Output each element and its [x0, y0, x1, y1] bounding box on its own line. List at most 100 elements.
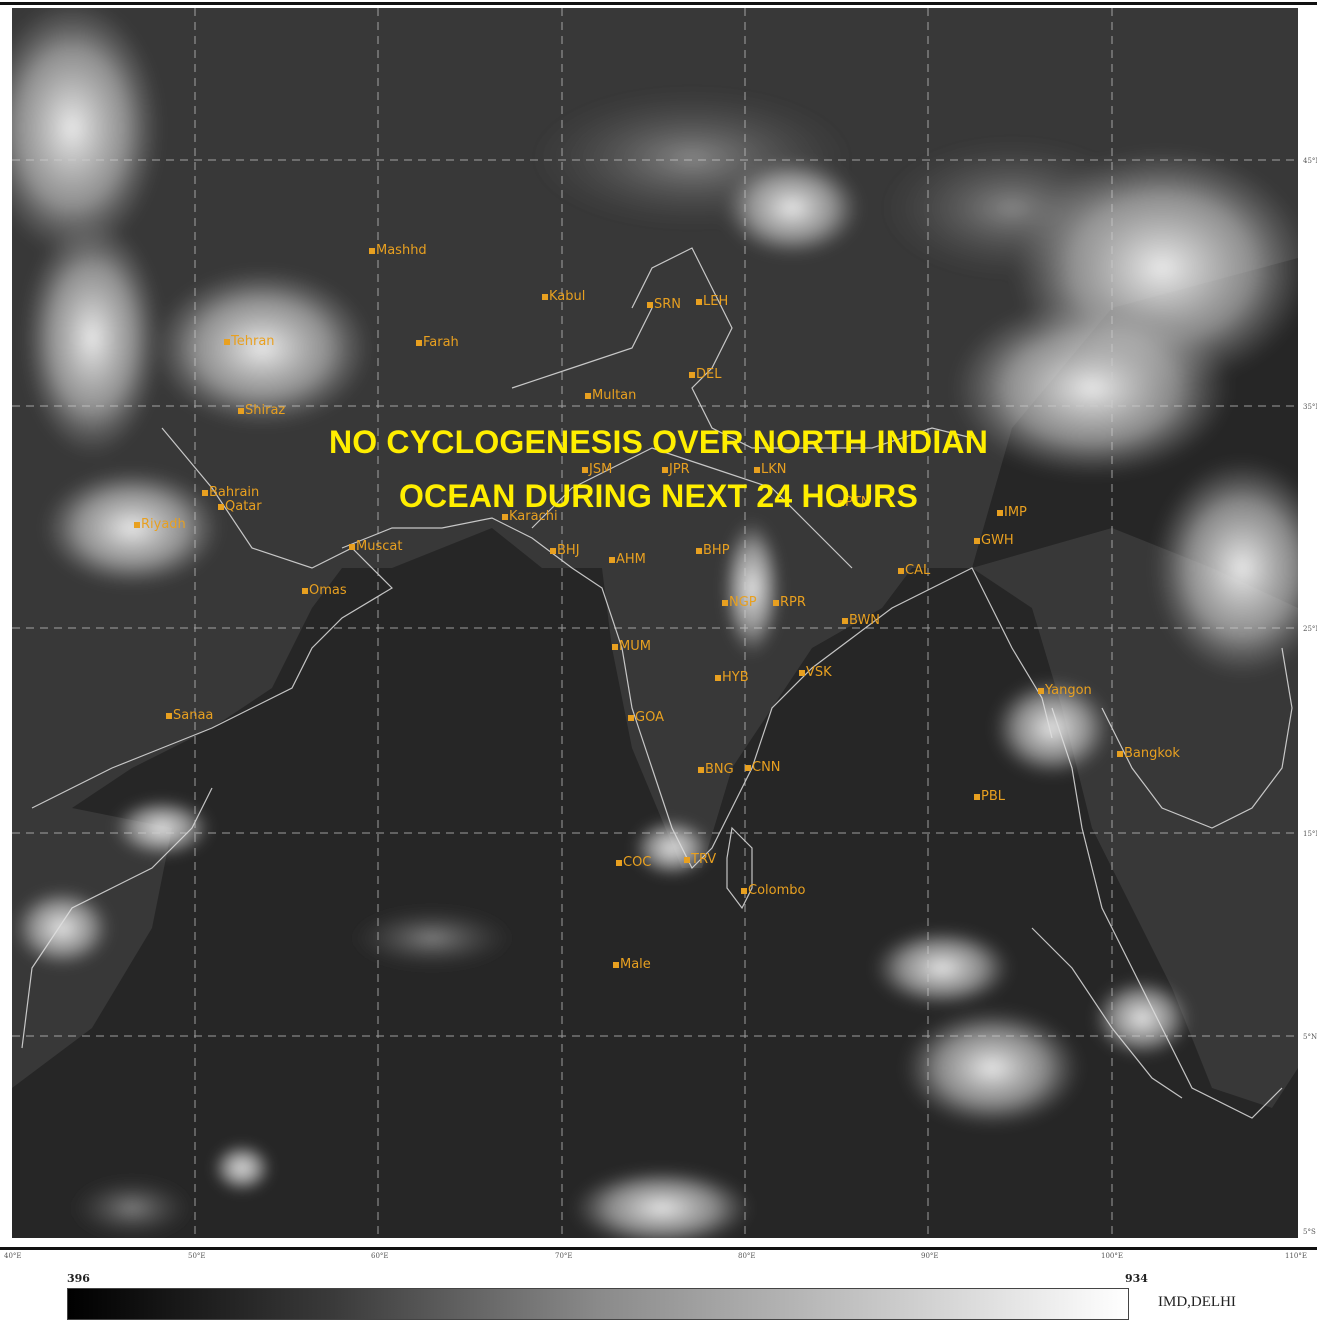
cyclogenesis-banner-line-2: OCEAN DURING NEXT 24 HOURS [398, 478, 919, 514]
city-marker[interactable]: Qatar [218, 500, 262, 514]
city-marker[interactable]: MUM [612, 640, 651, 654]
city-dot-icon [698, 766, 704, 773]
city-marker[interactable]: COC [616, 856, 651, 870]
city-dot-icon [609, 556, 615, 563]
city-marker[interactable]: HYB [715, 671, 749, 685]
city-dot-icon [745, 764, 751, 771]
lat-tick-label: 35°N [1303, 403, 1317, 411]
credit-label: IMD,DELHI [1158, 1294, 1236, 1310]
lon-tick-label: 50°E [188, 1252, 206, 1260]
city-marker[interactable]: Omas [302, 584, 347, 598]
city-marker[interactable]: JPR [662, 463, 690, 477]
lon-tick-label: 40°E [4, 1252, 22, 1260]
city-dot-icon [689, 371, 695, 378]
city-marker[interactable]: GOA [628, 711, 664, 725]
city-marker[interactable]: LKN [754, 463, 787, 477]
lon-tick-label: 80°E [738, 1252, 756, 1260]
city-dot-icon [715, 674, 721, 681]
city-marker[interactable]: CNN [745, 761, 781, 775]
coastlines [21, 247, 1293, 1119]
city-dot-icon [416, 339, 422, 346]
city-dot-icon [722, 599, 728, 606]
city-dot-icon [898, 567, 904, 574]
cyclogenesis-banner-line-1: NO CYCLOGENESIS OVER NORTH INDIAN [328, 424, 989, 460]
city-dot-icon [613, 961, 619, 968]
city-marker[interactable]: Mashhd [369, 244, 427, 258]
scale-max-label: 934 [1125, 1272, 1148, 1285]
cloud-cover [12, 8, 1298, 1238]
city-marker[interactable]: Karachi [502, 510, 558, 524]
city-dot-icon [585, 392, 591, 399]
city-marker[interactable]: LEH [696, 295, 728, 309]
lon-tick-label: 110°E [1285, 1252, 1307, 1260]
city-marker[interactable]: Riyadh [134, 518, 186, 532]
city-marker[interactable]: BWN [842, 614, 880, 628]
city-dot-icon [684, 856, 690, 863]
city-dot-icon [974, 793, 980, 800]
city-dot-icon [582, 466, 588, 473]
city-dot-icon [369, 247, 375, 254]
lat-tick-label: 25°N [1303, 625, 1317, 633]
city-dot-icon [647, 301, 653, 308]
city-dot-icon [741, 887, 747, 894]
city-dot-icon [218, 503, 224, 510]
city-dot-icon [238, 407, 244, 414]
top-border-line [0, 2, 1317, 5]
city-marker[interactable]: BHP [696, 544, 730, 558]
city-marker[interactable]: Farah [416, 336, 459, 350]
city-dot-icon [997, 509, 1003, 516]
city-marker[interactable]: IMP [997, 506, 1027, 520]
city-marker[interactable]: SRN [647, 298, 681, 312]
city-dot-icon [628, 714, 634, 721]
city-marker[interactable]: Multan [585, 389, 636, 403]
city-marker[interactable]: NGP [722, 596, 757, 610]
city-marker[interactable]: PTN [838, 496, 871, 510]
city-dot-icon [502, 513, 508, 520]
city-dot-icon [202, 489, 208, 496]
city-marker[interactable]: JSM [582, 463, 612, 477]
lat-tick-label: 5°N [1303, 1033, 1317, 1041]
city-marker[interactable]: DEL [689, 368, 721, 382]
city-marker[interactable]: Shiraz [238, 404, 285, 418]
city-dot-icon [616, 859, 622, 866]
city-marker[interactable]: BNG [698, 763, 734, 777]
city-dot-icon [696, 547, 702, 554]
city-dot-icon [799, 669, 805, 676]
city-marker[interactable]: PBL [974, 790, 1005, 804]
city-marker[interactable]: Bahrain [202, 486, 259, 500]
lat-lon-grid [12, 8, 1298, 1238]
city-dot-icon [842, 617, 848, 624]
brightness-scale-bar [67, 1288, 1129, 1320]
city-dot-icon [166, 712, 172, 719]
lon-tick-label: 70°E [555, 1252, 573, 1260]
city-dot-icon [542, 293, 548, 300]
city-marker[interactable]: GWH [974, 534, 1014, 548]
city-marker[interactable]: Kabul [542, 290, 585, 304]
satellite-map[interactable]: Mashhd Kabul Farah Tehran Shiraz Multan … [12, 8, 1298, 1238]
city-marker[interactable]: Bangkok [1117, 747, 1180, 761]
city-dot-icon [612, 643, 618, 650]
city-dot-icon [349, 543, 355, 550]
lon-tick-label: 100°E [1101, 1252, 1123, 1260]
city-marker[interactable]: Sanaa [166, 709, 213, 723]
city-dot-icon [1038, 687, 1044, 694]
city-dot-icon [134, 521, 140, 528]
city-marker[interactable]: Muscat [349, 540, 402, 554]
city-dot-icon [838, 499, 844, 506]
city-marker[interactable]: BHJ [550, 544, 580, 558]
city-marker[interactable]: Tehran [224, 335, 275, 349]
bottom-border-line [0, 1247, 1317, 1250]
scale-min-label: 396 [67, 1272, 90, 1285]
satellite-imagery [12, 8, 1298, 1238]
city-marker[interactable]: CAL [898, 564, 930, 578]
city-dot-icon [754, 466, 760, 473]
city-marker[interactable]: Colombo [741, 884, 805, 898]
lat-tick-label: 45°N [1303, 157, 1317, 165]
city-marker[interactable]: VSK [799, 666, 832, 680]
city-marker[interactable]: RPR [773, 596, 806, 610]
city-marker[interactable]: TRV [684, 853, 716, 867]
city-marker[interactable]: AHM [609, 553, 646, 567]
city-dot-icon [550, 547, 556, 554]
city-marker[interactable]: Yangon [1038, 684, 1092, 698]
city-marker[interactable]: Male [613, 958, 651, 972]
